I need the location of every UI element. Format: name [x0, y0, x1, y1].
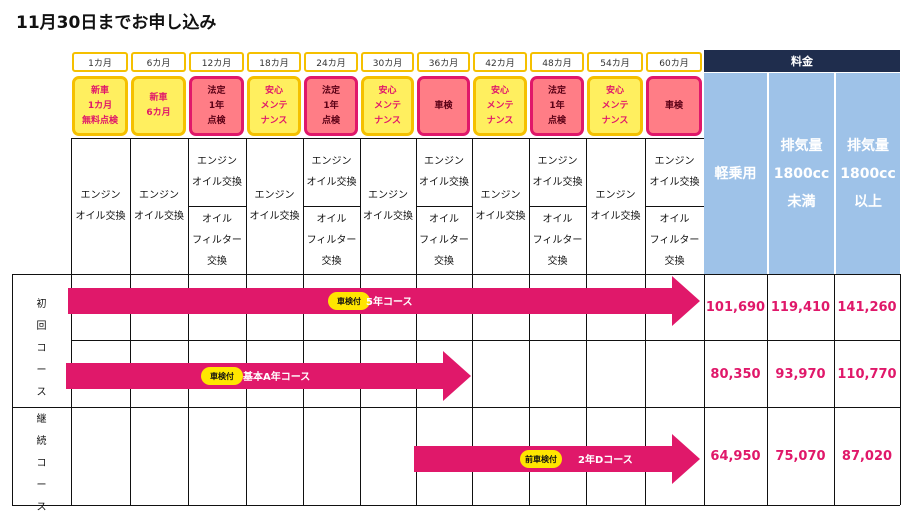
work-oil-change: エンジン オイル交換 — [532, 156, 583, 188]
group-label-initial: 初 回 コ ー ス — [36, 299, 47, 398]
price-value: 93,970 — [775, 366, 826, 382]
work-filter-change: オイル フィルター 交換 — [419, 213, 469, 267]
course-badge: 車検付 — [328, 292, 370, 310]
group-label-renewal: 継 続 コ ー ス — [36, 414, 47, 513]
grid-line — [12, 407, 900, 408]
grid-line — [586, 138, 587, 505]
work-oil-change: エンジン オイル交換 — [363, 190, 413, 222]
course-name: 基本A年コース — [243, 372, 311, 383]
grid-line — [900, 274, 901, 505]
service-badge: 法定 1年 点検 — [530, 76, 584, 136]
grid-line — [303, 206, 360, 207]
service-badge: 安心 メンテ ナンス — [361, 76, 414, 136]
month-label: 48カ月 — [530, 52, 584, 72]
work-filter-change: オイル フィルター 交換 — [649, 213, 700, 267]
service-badge: 法定 1年 点検 — [189, 76, 244, 136]
price-value: 64,950 — [710, 449, 761, 464]
grid-line — [12, 274, 13, 505]
grid-line — [472, 138, 473, 505]
work-oil-change: エンジン オイル交換 — [649, 156, 700, 188]
grid-line — [416, 206, 472, 207]
course-name: 2年Dコース — [578, 455, 633, 466]
month-label: 6カ月 — [131, 52, 186, 72]
price-value: 80,350 — [710, 366, 761, 382]
grid-line — [246, 138, 247, 505]
price-header-title: 料金 — [704, 50, 900, 72]
price-value: 87,020 — [841, 449, 893, 464]
service-badge: 安心 メンテ ナンス — [247, 76, 301, 136]
price-value: 141,260 — [837, 300, 897, 315]
work-oil-change: エンジン オイル交換 — [249, 190, 300, 222]
month-label: 36カ月 — [417, 52, 470, 72]
grid-line — [767, 274, 768, 505]
work-oil-change: エンジン オイル交換 — [192, 156, 242, 188]
price-value: 119,410 — [770, 300, 831, 315]
service-badge: 法定 1年 点検 — [304, 76, 358, 136]
service-badge: 新車 6カ月 — [131, 76, 186, 136]
month-label: 54カ月 — [587, 52, 643, 72]
service-badge: 安心 メンテ ナンス — [587, 76, 643, 136]
grid-line — [188, 138, 189, 505]
course-arrow — [68, 276, 700, 326]
month-label: 1カ月 — [72, 52, 128, 72]
course-name: 5年コース — [366, 297, 413, 308]
grid-line — [303, 138, 304, 505]
grid-line — [71, 138, 704, 139]
month-label: 24カ月 — [304, 52, 358, 72]
course-badge: 前車検付 — [520, 450, 562, 468]
grid-line — [130, 138, 131, 505]
course-arrow — [66, 351, 471, 401]
grid-line — [416, 138, 417, 505]
grid-line — [704, 274, 705, 505]
price-value: 110,770 — [837, 366, 897, 382]
service-badge: 車検 — [646, 76, 702, 136]
grid-line — [12, 505, 900, 506]
grid-line — [360, 138, 361, 505]
grid-line — [645, 206, 704, 207]
grid-line — [12, 274, 900, 275]
work-oil-change: エンジン オイル交換 — [590, 190, 641, 222]
work-oil-change: エンジン オイル交換 — [75, 190, 126, 222]
work-oil-change: エンジン オイル交換 — [475, 190, 526, 222]
work-oil-change: エンジン オイル交換 — [306, 156, 357, 188]
grid-line — [645, 138, 646, 505]
service-badge: 車検 — [417, 76, 470, 136]
work-filter-change: オイル フィルター 交換 — [306, 213, 357, 267]
work-oil-change: エンジン オイル交換 — [419, 156, 469, 188]
course-badge: 車検付 — [201, 367, 243, 385]
grid-line — [71, 340, 900, 341]
month-label: 30カ月 — [361, 52, 414, 72]
price-column-header: 軽乗用 — [704, 73, 767, 274]
month-label: 60カ月 — [646, 52, 702, 72]
grid-line — [71, 138, 72, 505]
grid-line — [188, 206, 246, 207]
service-badge: 安心 メンテ ナンス — [473, 76, 527, 136]
month-label: 42カ月 — [473, 52, 527, 72]
price-column-header: 排気量 1800cc 以上 — [835, 73, 900, 274]
page-title: 11月30日までお申し込み — [16, 13, 217, 33]
work-filter-change: オイル フィルター 交換 — [192, 213, 242, 267]
work-filter-change: オイル フィルター 交換 — [532, 213, 583, 267]
price-value: 75,070 — [775, 449, 826, 464]
price-column-header: 排気量 1800cc 未満 — [768, 73, 834, 274]
grid-line — [834, 274, 835, 505]
month-label: 18カ月 — [247, 52, 301, 72]
service-badge: 新車 1カ月 無料点検 — [72, 76, 128, 136]
work-oil-change: エンジン オイル交換 — [134, 190, 184, 222]
month-label: 12カ月 — [189, 52, 244, 72]
price-value: 101,690 — [705, 300, 766, 315]
grid-line — [529, 138, 530, 505]
grid-line — [529, 206, 586, 207]
